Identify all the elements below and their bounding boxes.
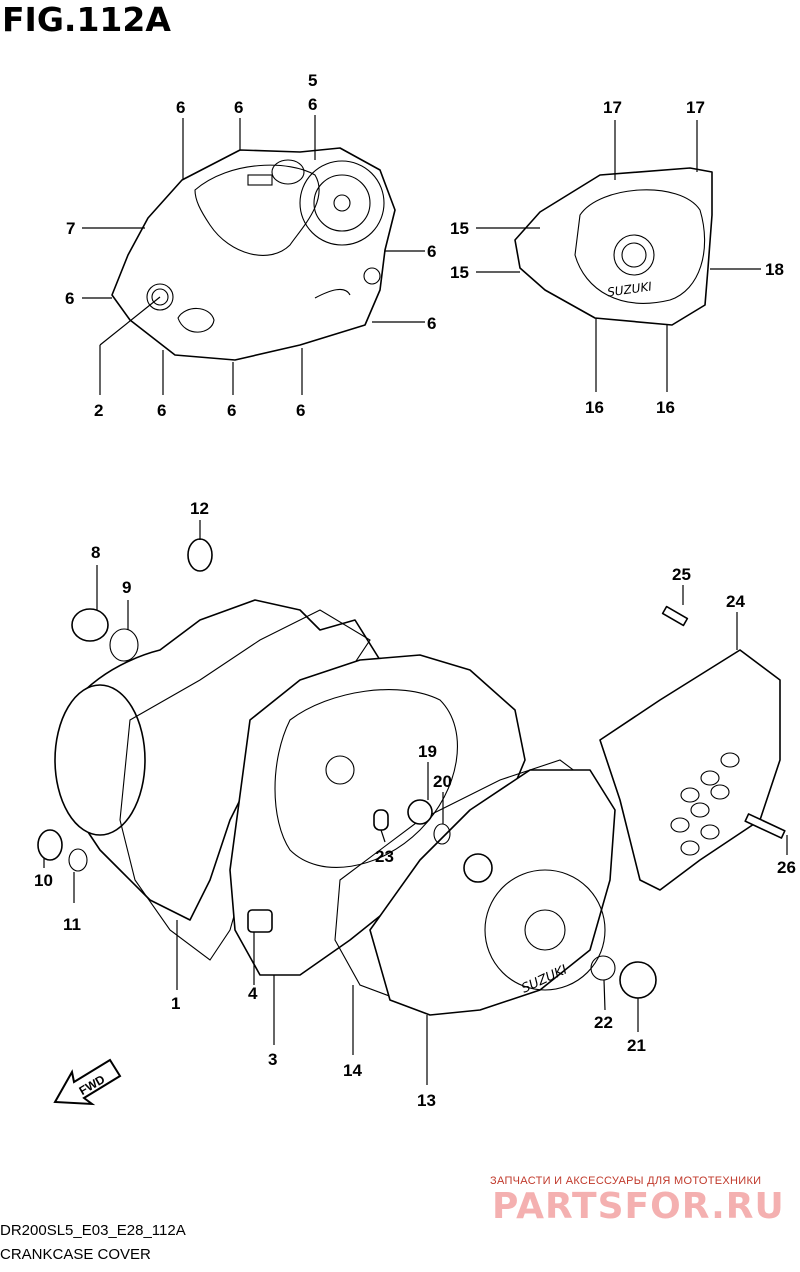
leader-lines xyxy=(43,115,788,1085)
diagram-code: DR200SL5_E03_E28_112A xyxy=(0,1222,186,1239)
crankcase-assembly: SUZUKI xyxy=(37,538,786,1016)
watermark-brand: PARTSFOR.RU xyxy=(492,1186,785,1227)
callout-10: 10 xyxy=(34,871,53,890)
callout-17: 17 xyxy=(603,98,622,117)
callout-22: 22 xyxy=(594,1013,613,1032)
callout-6: 6 xyxy=(65,289,74,308)
callout-2: 2 xyxy=(94,401,103,420)
callout-15: 15 xyxy=(450,263,469,282)
callout-24: 24 xyxy=(726,592,745,611)
callout-15: 15 xyxy=(450,219,469,238)
callout-19: 19 xyxy=(418,742,437,761)
diagram-name: CRANKCASE COVER xyxy=(0,1246,151,1263)
callout-6: 6 xyxy=(427,242,436,261)
callout-5: 5 xyxy=(308,71,317,90)
callout-16: 16 xyxy=(656,398,675,417)
callout-25: 25 xyxy=(672,565,691,584)
callout-4: 4 xyxy=(248,984,258,1003)
callout-11: 11 xyxy=(63,915,81,934)
callout-6: 6 xyxy=(427,314,436,333)
callout-16: 16 xyxy=(585,398,604,417)
magneto-cover-logo: SUZUKI xyxy=(606,279,653,299)
callout-17: 17 xyxy=(686,98,705,117)
clutch-cover-inner-view xyxy=(111,147,396,361)
callout-6: 6 xyxy=(234,98,243,117)
callout-6: 6 xyxy=(157,401,166,420)
callout-6: 6 xyxy=(176,98,185,117)
callout-26: 26 xyxy=(777,858,796,877)
callout-7: 7 xyxy=(66,219,75,238)
callout-6: 6 xyxy=(296,401,305,420)
callout-21: 21 xyxy=(627,1036,646,1055)
callout-18: 18 xyxy=(765,260,784,279)
callout-1: 1 xyxy=(171,994,180,1013)
callout-14: 14 xyxy=(343,1061,362,1080)
callout-labels: 5 6 6 6 7 6 2 6 6 6 6 6 15 15 17 17 18 1… xyxy=(34,71,796,1110)
callout-8: 8 xyxy=(91,543,100,562)
callout-3: 3 xyxy=(268,1050,277,1069)
magneto-cover-outer-view: SUZUKI xyxy=(514,167,713,326)
callout-9: 9 xyxy=(122,578,131,597)
callout-6: 6 xyxy=(308,95,317,114)
callout-12: 12 xyxy=(190,499,209,518)
callout-6: 6 xyxy=(227,401,236,420)
callout-23: 23 xyxy=(375,847,394,866)
watermark-subtitle: ЗАПЧАСТИ И АКСЕССУАРЫ ДЛЯ МОТОТЕХНИКИ xyxy=(490,1175,762,1187)
callout-20: 20 xyxy=(433,772,452,791)
fwd-direction-arrow: FWD xyxy=(53,1058,122,1106)
figure-title: FIG.112A xyxy=(2,0,171,39)
callout-13: 13 xyxy=(417,1091,436,1110)
